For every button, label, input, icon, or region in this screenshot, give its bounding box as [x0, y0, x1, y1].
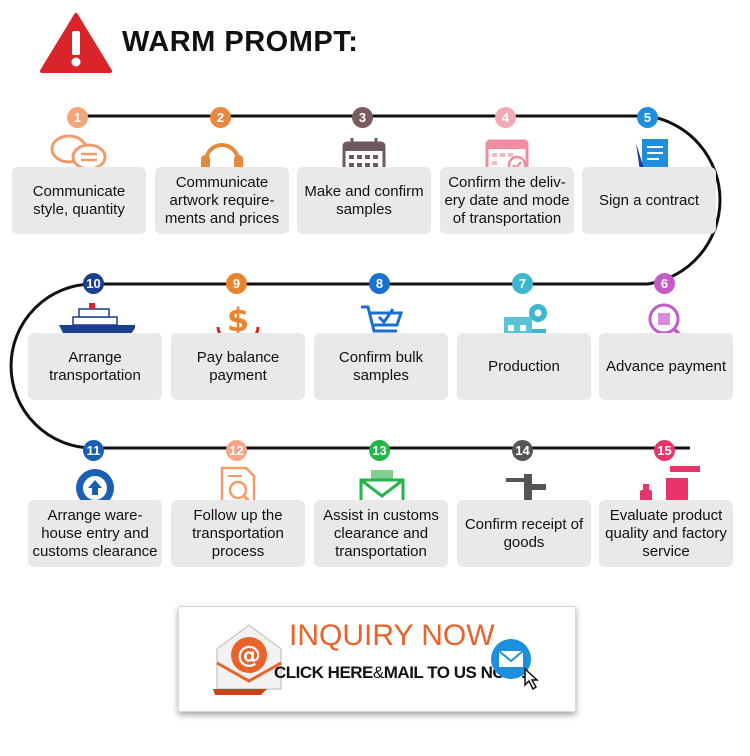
at-mail-icon: @ [213, 624, 282, 695]
upload-circle-icon [76, 469, 114, 507]
email-button-icon[interactable] [487, 635, 543, 691]
calendar-icon [342, 138, 386, 177]
click-here-text: CLICK HERE&MAIL TO US NOW! [274, 663, 526, 682]
step-label: Confirm receipt of goods [457, 500, 591, 567]
document-search-icon [220, 466, 256, 510]
step-number: 8 [369, 273, 390, 294]
step-label: Confirm the deliv-ery date and mode of t… [440, 167, 574, 234]
step-number: 10 [83, 273, 104, 294]
step-label: Make and confirm samples [297, 167, 431, 234]
step-number: 13 [369, 440, 390, 461]
step-label: Confirm bulk samples [314, 333, 448, 400]
step-label: Follow up the transportation process [171, 500, 305, 567]
svg-text:@: @ [237, 641, 261, 669]
step-number: 15 [654, 440, 675, 461]
step-label: Pay balance payment [171, 333, 305, 400]
step-number: 12 [226, 440, 247, 461]
chat-bubbles-icon [50, 134, 107, 171]
step-number: 5 [637, 107, 658, 128]
step-number: 2 [210, 107, 231, 128]
step-number: 11 [83, 440, 104, 461]
step-label: Arrange transportation [28, 333, 162, 400]
inquiry-banner[interactable]: @ INQUIRY NOW CLICK HERE&MAIL TO US NOW! [178, 606, 576, 712]
step-number: 14 [512, 440, 533, 461]
page-title: WARM PROMPT: [122, 26, 359, 58]
step-number: 6 [654, 273, 675, 294]
inquiry-now-title: INQUIRY NOW [289, 619, 495, 652]
step-number: 9 [226, 273, 247, 294]
step-label: Communicate style, quantity [12, 167, 146, 234]
step-label: Assist in customs clearance and transpor… [314, 500, 448, 567]
warning-icon [40, 13, 112, 73]
step-number: 7 [512, 273, 533, 294]
step-label: Advance payment [599, 333, 733, 400]
step-label: Evaluate product quality and factory ser… [599, 500, 733, 567]
step-number: 4 [495, 107, 516, 128]
svg-text:$: $ [227, 301, 249, 339]
step-label: Production [457, 333, 591, 400]
step-number: 1 [67, 107, 88, 128]
step-label: Sign a contract [582, 167, 716, 234]
step-label: Arrange ware-house entry and customs cle… [28, 500, 162, 567]
step-label: Communicate artwork require-ments and pr… [155, 167, 289, 234]
step-number: 3 [352, 107, 373, 128]
